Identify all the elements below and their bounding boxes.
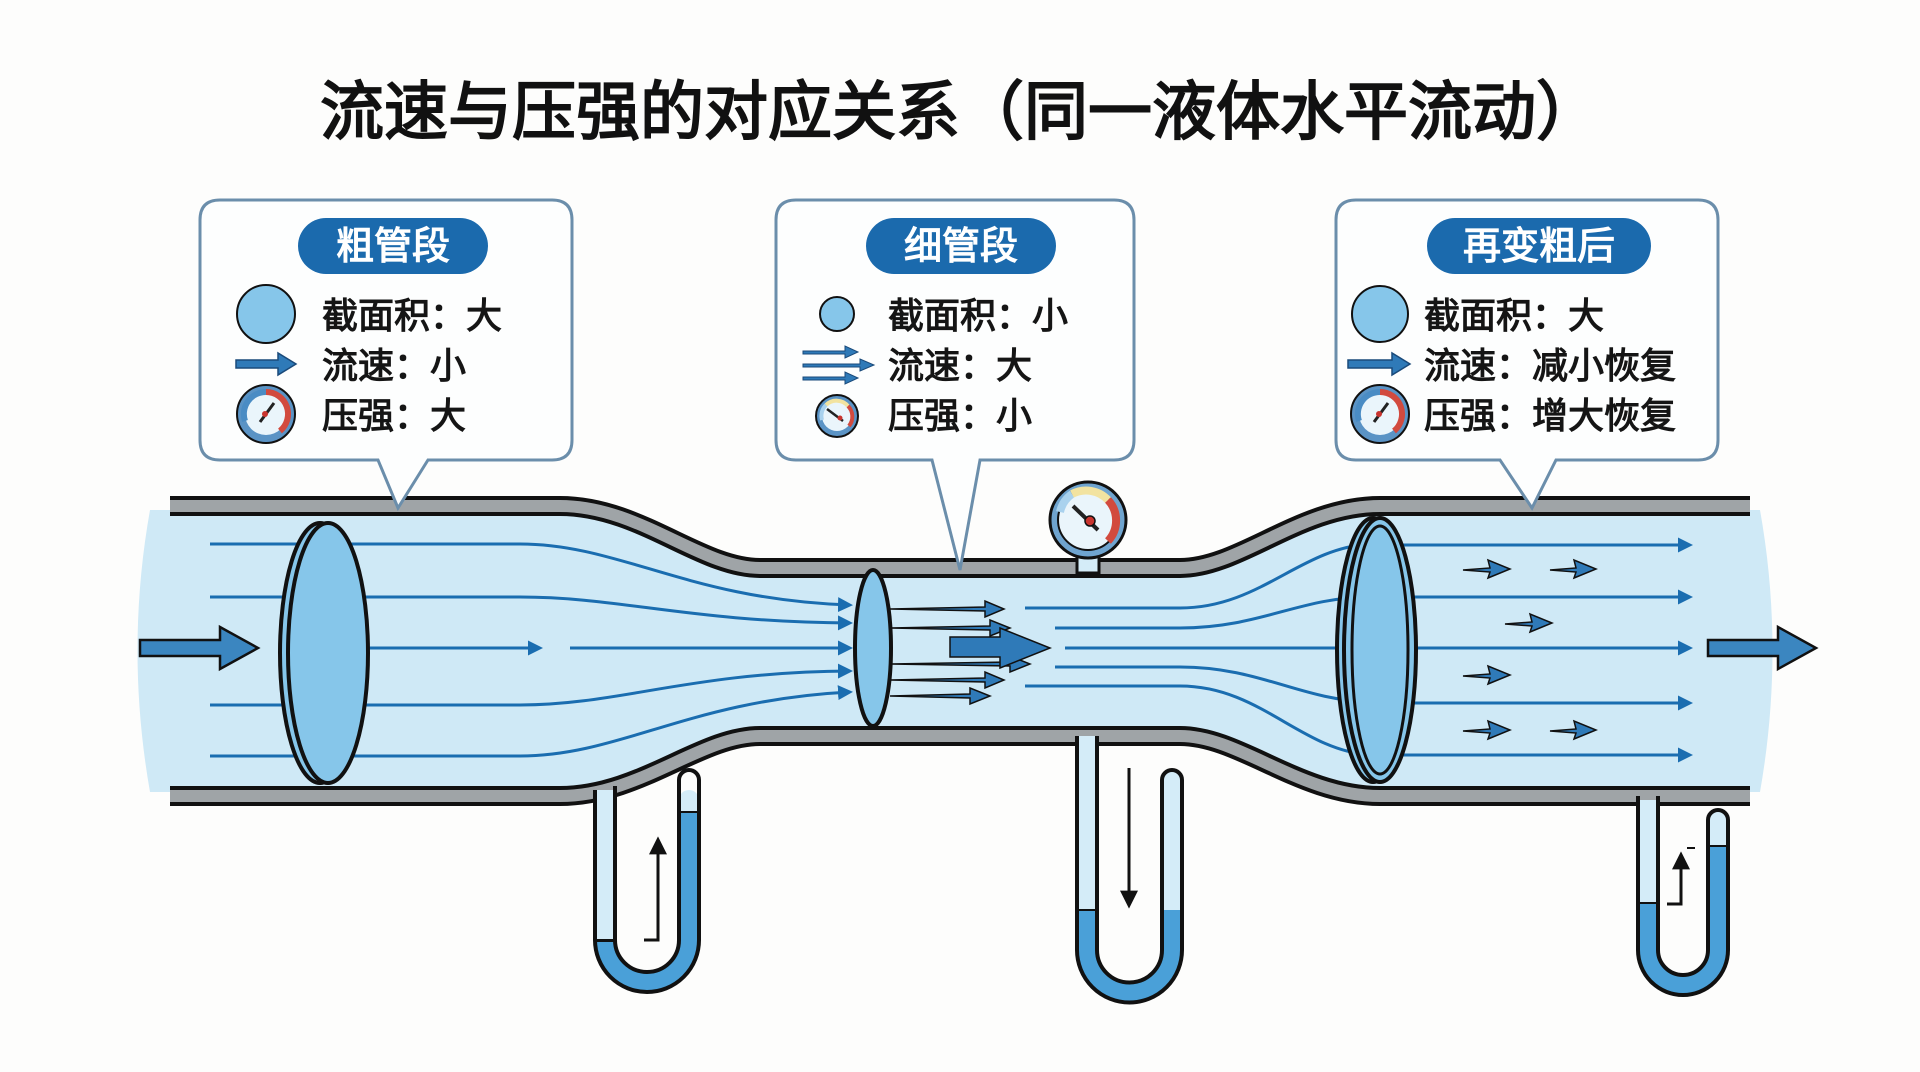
section-badge-label: 再变粗后 [1463, 224, 1615, 268]
section-badge-label: 粗管段 [336, 224, 450, 268]
outlet-arrow [1706, 624, 1819, 672]
flow-arrow [889, 599, 1006, 619]
cross-section-large-icon [1351, 285, 1409, 343]
streamline [210, 685, 853, 758]
callout-row-area: 截面积：小 [888, 296, 1068, 337]
flow-arrow-single-icon [235, 351, 298, 377]
flow-arrow [889, 670, 1006, 690]
streamline [210, 542, 853, 613]
cross-section-large-icon [236, 284, 296, 344]
pressure-gauge [1048, 480, 1128, 575]
callout-row-area: 截面积：大 [322, 296, 502, 337]
pressure-gauge-high-icon [1350, 384, 1410, 444]
flow-arrow [1462, 664, 1512, 686]
callout-row-pressure: 压强：增大恢复 [1424, 396, 1676, 437]
section-badge-label: 细管段 [904, 224, 1018, 268]
manometer-wide [593, 768, 701, 994]
callout-wide: 粗管段 截面积：大 流速：小 压强：大 [198, 198, 574, 512]
pipe-wall-bottom [170, 726, 1750, 806]
callout-narrow: 细管段 截面积：小 流速：大 压强：小 [774, 198, 1136, 571]
flow-arrow [1504, 612, 1554, 634]
streamline [210, 663, 853, 707]
pipe [137, 496, 1819, 806]
streamlines [210, 537, 1693, 763]
flow-arrow [1462, 558, 1512, 580]
callout-row-speed: 流速：减小恢复 [1424, 346, 1676, 387]
page-title: 流速与压强的对应关系（同一液体水平流动） [320, 76, 1600, 150]
callout-row-speed: 流速：大 [888, 346, 1032, 387]
section-badge [298, 218, 488, 274]
svg-text:压强：小: 压强：小 [888, 396, 1032, 437]
callout-wide-again: 再变粗后 截面积：大 流速：减小恢复 压强：增大恢复 [1334, 198, 1720, 511]
callout-row-pressure: 压强：小 [888, 396, 1032, 437]
flow-arrow-single-icon [1347, 351, 1412, 377]
callout-row-pressure: 压强：大 [322, 396, 466, 437]
streamline [1025, 542, 1371, 610]
cross-section-wide-again [1335, 516, 1418, 784]
level-rise-arrow [1667, 851, 1690, 906]
level-rise-arrow [644, 836, 667, 942]
flow-arrow [1462, 719, 1512, 741]
pressure-gauge-low-icon [815, 394, 859, 438]
svg-text:流速：小: 流速：小 [322, 346, 466, 387]
flow-arrow [1549, 558, 1598, 580]
svg-text:流速：减小恢复: 流速：减小恢复 [1424, 346, 1676, 387]
svg-text:截面积：大: 截面积：大 [1424, 296, 1604, 337]
pressure-gauge-high-icon [236, 384, 296, 444]
section-badge [1427, 218, 1651, 274]
pipe-wall-top [170, 496, 1750, 578]
manometer-liquid [1077, 910, 1182, 1003]
cross-section-narrow [853, 568, 893, 728]
streamline [1025, 684, 1371, 757]
manometer-liquid [595, 812, 699, 992]
manometer-wide-again [1636, 796, 1730, 997]
fast-flow-arrows [889, 599, 1053, 706]
manometer-narrow [1075, 736, 1184, 1005]
svg-text:截面积：小: 截面积：小 [888, 296, 1068, 337]
callout-row-area: 截面积：大 [1424, 296, 1604, 337]
streamline [210, 595, 853, 631]
cross-section-wide [278, 521, 370, 785]
flow-arrow-triple-icon [802, 345, 876, 385]
slow-flow-arrows [1462, 558, 1598, 741]
callout-row-speed: 流速：小 [322, 346, 466, 387]
svg-text:流速：大: 流速：大 [888, 346, 1032, 387]
flow-arrow-large [949, 626, 1053, 670]
flow-arrow [1549, 719, 1598, 741]
inlet-arrow [138, 624, 261, 672]
flow-arrow [889, 618, 1013, 638]
flow-arrow [889, 686, 993, 706]
section-badge [866, 218, 1056, 274]
svg-text:截面积：大: 截面积：大 [322, 296, 502, 337]
svg-text:压强：增大恢复: 压强：增大恢复 [1424, 396, 1676, 437]
cross-section-small-icon [819, 296, 855, 332]
svg-text:压强：大: 压强：大 [322, 396, 466, 437]
